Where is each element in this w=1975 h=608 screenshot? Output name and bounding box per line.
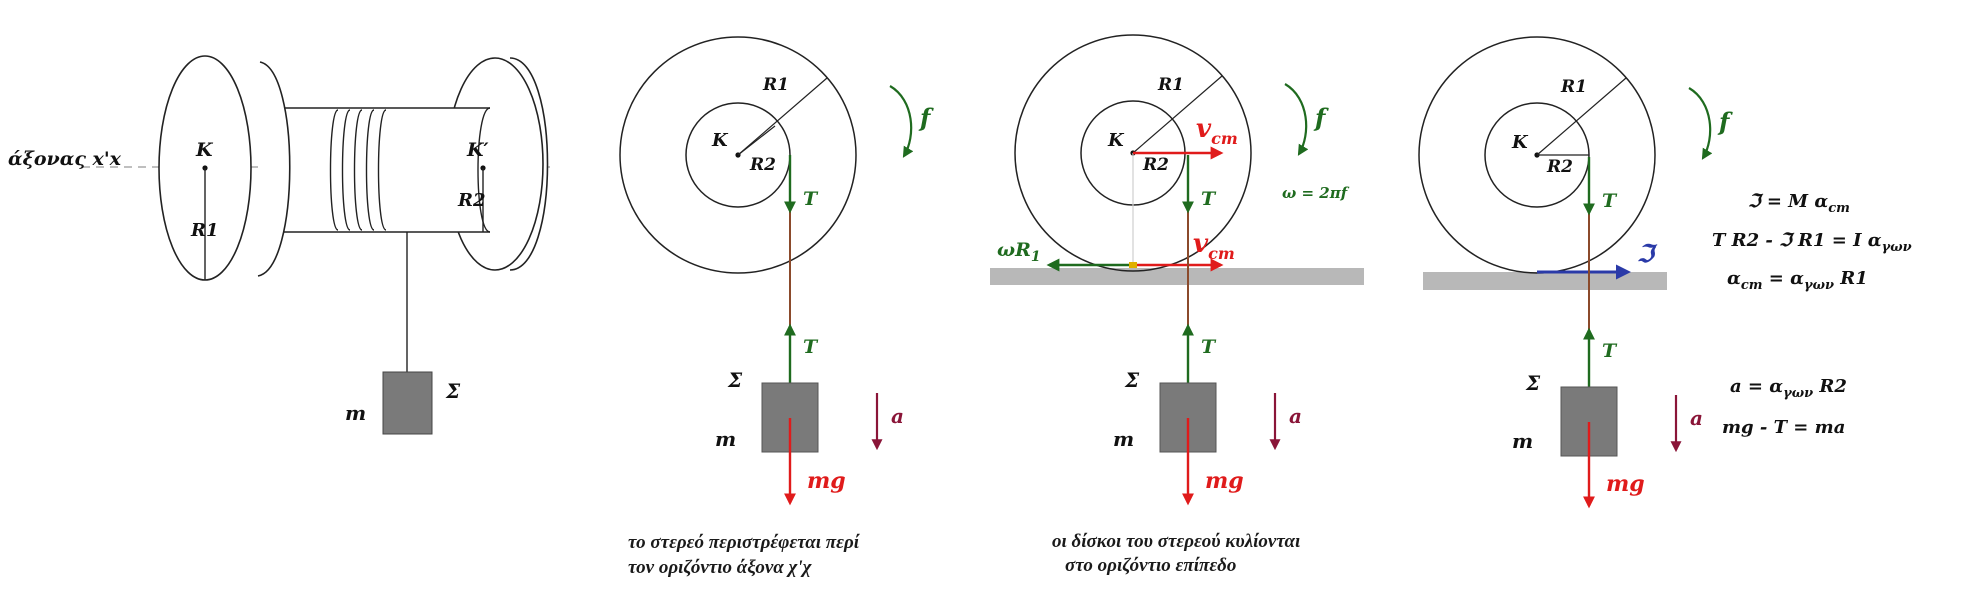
p3-tension-bottom-label: T (1602, 340, 1618, 362)
eq3-a: α (1727, 268, 1741, 289)
rope-coil-2 (341, 109, 351, 231)
p2-omega-r-main: ωR (997, 239, 1031, 261)
p2-omega-r-label: ωR1 (997, 239, 1041, 265)
p1-caption-line1: το στερεό περιστρέφεται περί (628, 532, 861, 553)
p2-weight-label: mg (1205, 468, 1244, 494)
spool-view: άξονας x'x K R1 K′ R2 Σ m (8, 55, 550, 435)
p1-radius-r1 (737, 77, 828, 156)
axis-label: άξονας x'x (8, 148, 122, 170)
p1-radius-r2 (737, 125, 776, 156)
p1-caption-line2: τον οριζόντιο άξονα χ'χ (628, 557, 813, 578)
p2-vcm-bottom-main: v (1193, 229, 1209, 259)
p2-contact-point (1129, 262, 1137, 268)
drum-end-right (477, 107, 491, 233)
p3-radius-r1 (1536, 77, 1627, 156)
p3-tension-top-label: T (1602, 190, 1618, 212)
eq1-main: ℑ = M α (1748, 191, 1828, 212)
p2-vcm-top-main: v (1196, 114, 1212, 144)
p1-mass-label: m (715, 427, 736, 451)
p2-vcm-top-sub: cm (1211, 129, 1238, 148)
p2-radius-r1 (1132, 75, 1223, 154)
eq3-a-sub: cm (1741, 278, 1763, 293)
p2-omega-eq: ω = 2πf (1282, 184, 1350, 202)
p1-frequency-label: f (918, 103, 934, 132)
p3-weight-label: mg (1606, 471, 1645, 497)
p3-mass-label: m (1512, 429, 1533, 453)
p1-rotation-arrow (889, 85, 914, 158)
center-k-label: K (195, 139, 214, 161)
p1-outer-circle (619, 36, 857, 274)
rope-coil-4 (365, 109, 375, 231)
p2-tension-top-label: T (1201, 188, 1217, 210)
radius-r1-label: R1 (190, 220, 218, 241)
eq-rolling: αcm = αγων R1 (1727, 268, 1868, 293)
p2-center-label: K (1107, 130, 1125, 151)
p2-ground (990, 268, 1364, 285)
p2-caption-line1: οι δίσκοι του στερεού κυλίονται (1052, 531, 1301, 552)
p1-weight-label: mg (807, 468, 846, 494)
p3-center-label: K (1511, 132, 1529, 153)
eq3-b-sub: γων (1804, 278, 1834, 293)
p2-caption-line2: στο οριζόντιο επίπεδο (1065, 555, 1236, 576)
eq4-b: R2 (1813, 376, 1847, 397)
radius-r2-label: R2 (457, 190, 485, 211)
eq-block-newton: mg - T = ma (1722, 417, 1845, 438)
p3-r1-label: R1 (1560, 77, 1587, 97)
p1-block-label: Σ (727, 368, 743, 392)
panel-2: K R1 R2 vcm f ω = 2πf ωR1 vcm T T Σ m mg… (990, 34, 1364, 576)
rope-coil-5 (377, 109, 387, 231)
p2-omega-r-sub: 1 (1031, 249, 1041, 265)
center-k-prime-label: K′ (466, 139, 489, 161)
p2-outer-circle (1014, 34, 1252, 272)
p2-block-label: Σ (1124, 368, 1140, 392)
p1-r1-label: R1 (762, 75, 789, 95)
spool-mass-label: m (345, 401, 366, 425)
left-disc-rim (257, 61, 291, 277)
p1-r2-label: R2 (749, 155, 776, 175)
p3-block-label: Σ (1525, 371, 1541, 395)
eq3-b: = α (1763, 268, 1805, 289)
p2-mass-label: m (1113, 427, 1134, 451)
eq-torque: T R2 - ℑ R1 = I αγων (1712, 230, 1912, 255)
p2-tension-bottom-label: T (1201, 336, 1217, 358)
rope-coil-1 (329, 109, 339, 231)
p1-tension-top-label: T (803, 188, 819, 210)
p2-frequency-label: f (1313, 103, 1329, 132)
eq2-main: T R2 - ℑ R1 = I α (1712, 230, 1882, 251)
eq2-sub: γων (1882, 240, 1912, 255)
p1-tension-bottom-label: T (803, 336, 819, 358)
p3-friction-label: ℑ (1637, 239, 1658, 268)
p2-vcm-bottom-label: vcm (1193, 229, 1235, 263)
p3-accel-label: a (1690, 406, 1703, 430)
p2-vcm-top-label: vcm (1196, 114, 1238, 148)
eq4-a: a = α (1730, 376, 1783, 397)
p2-rotation-arrow (1284, 83, 1309, 156)
p3-frequency-label: f (1717, 107, 1733, 136)
panel-3: K R1 R2 f ℑ T T Σ m mg a ℑ = M αcm T R2 … (1418, 36, 1912, 509)
eq-newton-cm: ℑ = M αcm (1748, 191, 1850, 216)
p1-accel-label: a (891, 404, 904, 428)
p2-vcm-bottom-sub: cm (1208, 244, 1235, 263)
p2-r2-label: R2 (1142, 155, 1169, 175)
eq1-sub: cm (1828, 201, 1850, 216)
eq4-a-sub: γων (1783, 386, 1813, 401)
rope-coil-3 (353, 109, 363, 231)
panel-1: K R1 R2 f T T Σ m mg a το στερεό περιστρ… (619, 36, 934, 578)
p2-accel-label: a (1289, 404, 1302, 428)
spool-block-label: Σ (445, 379, 461, 403)
eq3-c: R1 (1834, 268, 1868, 289)
p3-ground (1423, 272, 1667, 290)
p2-r1-label: R1 (1157, 75, 1184, 95)
p1-center-label: K (711, 130, 729, 151)
p3-rotation-arrow (1688, 87, 1713, 160)
p3-r2-label: R2 (1546, 157, 1573, 177)
spool-block (382, 371, 433, 435)
eq-block-accel: a = αγων R2 (1730, 376, 1847, 401)
